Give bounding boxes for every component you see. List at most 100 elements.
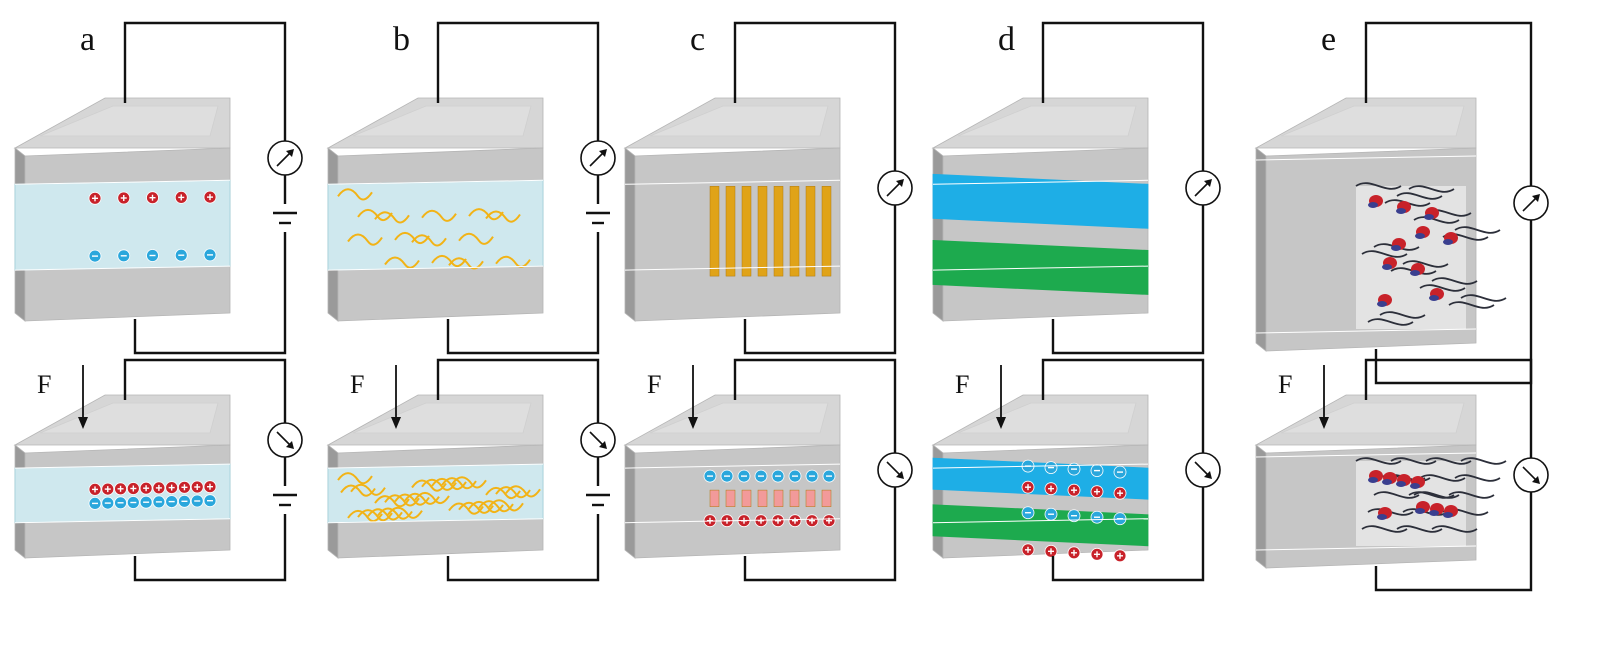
negative-ion [190, 494, 204, 508]
force-label: F [37, 370, 51, 399]
negative-ion [117, 249, 131, 263]
force-arrow-icon [688, 365, 698, 429]
positive-ion [190, 480, 204, 494]
negative-ion [805, 469, 819, 483]
layer-divider [932, 463, 1149, 469]
ammeter-icon [1513, 457, 1549, 493]
layer-divider [624, 463, 841, 469]
negative-ion [822, 469, 836, 483]
ammeter-icon [267, 140, 303, 176]
box-left-face [624, 147, 636, 322]
panel-d-unpressed: d [931, 21, 1221, 355]
box-left-face [624, 444, 636, 559]
force-arrow-icon [996, 365, 1006, 429]
box-top-inset [649, 105, 829, 137]
box-top-inset [957, 402, 1137, 434]
positive-ion [126, 482, 140, 495]
layer-divider [14, 179, 231, 185]
negative-ion [720, 469, 734, 483]
positive-ion [203, 480, 217, 494]
ammeter-icon [877, 452, 913, 488]
positive-ion [1067, 546, 1081, 560]
positive-ion [1113, 486, 1127, 500]
negative-ion [126, 496, 140, 509]
box-front-face [942, 147, 1149, 322]
negative-ion [754, 469, 768, 483]
force-label: F [647, 370, 661, 399]
layer-divider [327, 518, 544, 524]
layer-divider [1255, 155, 1477, 161]
negative-ion [203, 494, 217, 508]
positive-ion [117, 191, 131, 205]
negative-ion [88, 496, 102, 510]
layer-divider [1255, 328, 1477, 334]
ammeter-icon [580, 422, 616, 458]
force-arrow-icon [1319, 365, 1329, 429]
box-left-face [932, 147, 944, 322]
box-top-inset [1280, 105, 1465, 137]
positive-ion [822, 514, 836, 528]
layer-divider [932, 518, 1149, 524]
box-front-face [634, 147, 841, 322]
layer-divider [327, 463, 544, 469]
positive-ion [178, 480, 191, 494]
negative-ion [174, 248, 188, 262]
box-top-inset [39, 105, 219, 137]
battery-icon [273, 486, 297, 514]
negative-ion [165, 495, 179, 509]
positive-ion [174, 190, 188, 204]
force-arrow-icon [391, 365, 401, 429]
panel-c-pressed: F [623, 358, 913, 582]
panel-e-pressed: F [1254, 358, 1549, 592]
negative-ion [737, 469, 751, 483]
positive-ion [114, 482, 127, 496]
positive-ion [1090, 485, 1104, 499]
negative-ion [1021, 506, 1035, 520]
box-top-inset [649, 402, 829, 434]
fiber-network [337, 188, 531, 270]
pillar-array [709, 186, 832, 277]
panel-b-pressed: F [326, 358, 616, 582]
positive-ion [771, 514, 785, 528]
ammeter-icon [1185, 170, 1221, 206]
panel-label: b [393, 21, 410, 58]
force-label: F [955, 370, 969, 399]
battery-icon [586, 204, 610, 232]
layer-divider [1255, 545, 1477, 551]
polymer-network [1355, 457, 1507, 546]
positive-ion [1067, 483, 1081, 497]
layer-divider [14, 463, 231, 469]
negative-ion [703, 469, 717, 483]
force-label: F [1278, 370, 1292, 399]
fiber-network [337, 472, 541, 523]
positive-ion [754, 514, 768, 528]
box-left-face [1255, 147, 1267, 352]
ammeter-icon [580, 140, 616, 176]
negative-ion [114, 496, 127, 510]
positive-ion [101, 482, 115, 496]
circuit-wire [123, 21, 287, 355]
positive-ion [88, 482, 102, 496]
negative-ion [788, 469, 802, 483]
panel-label: a [80, 21, 95, 58]
negative-ion [1044, 461, 1058, 475]
panel-d-pressed: F [931, 358, 1221, 582]
layer-divider [932, 179, 1149, 185]
box-top-inset [1280, 402, 1465, 434]
negative-ion [771, 469, 785, 483]
dielectric-layer [327, 179, 544, 271]
box-top-inset [39, 402, 219, 434]
negative-ion [203, 248, 217, 262]
force-label: F [350, 370, 364, 399]
panel-label: e [1321, 21, 1336, 58]
positive-ion [805, 514, 819, 528]
box-top-inset [352, 105, 532, 137]
negative-ion [139, 495, 153, 509]
ammeter-icon [267, 422, 303, 458]
positive-ion [1090, 547, 1104, 561]
layer-divider [1255, 452, 1477, 458]
layer-divider [932, 265, 1149, 271]
positive-ion [788, 514, 802, 528]
box-top-inset [957, 105, 1137, 137]
